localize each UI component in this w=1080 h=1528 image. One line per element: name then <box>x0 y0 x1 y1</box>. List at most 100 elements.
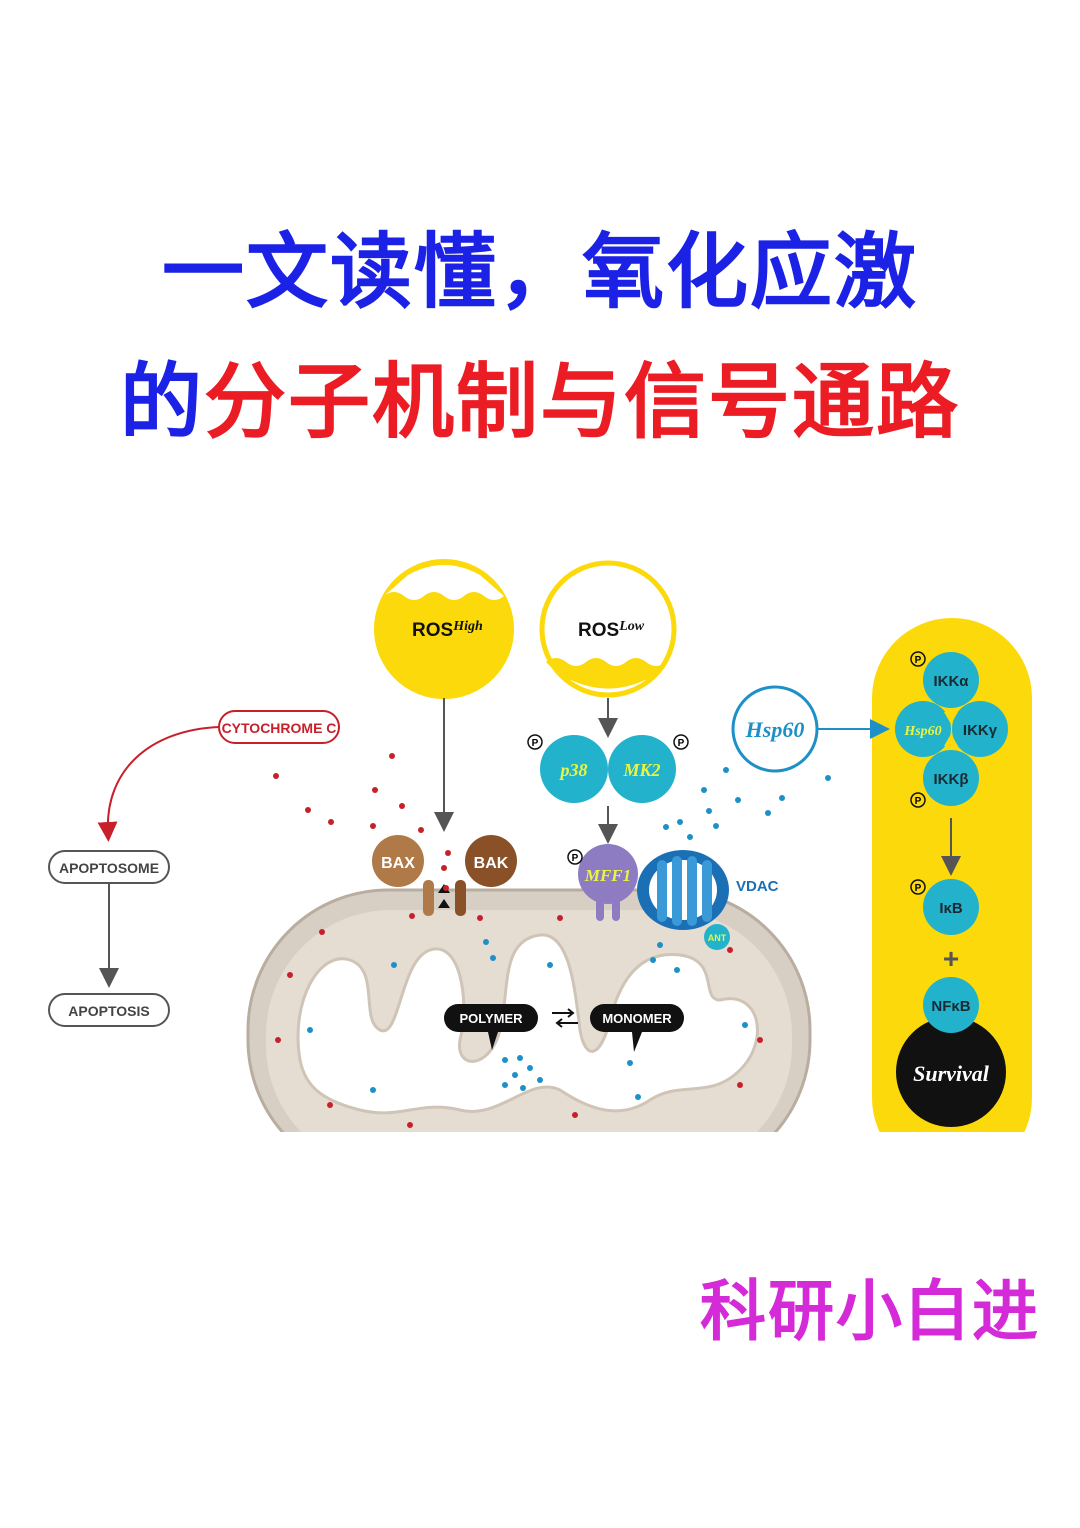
phosphate-icon: P <box>910 879 926 895</box>
p38-mk2-complex: p38 MK2 <box>540 735 676 803</box>
apoptosome-label: APOPTOSOME <box>48 850 170 884</box>
phosphate-icon: P <box>527 734 543 750</box>
phosphate-icon: P <box>673 734 689 750</box>
cytochrome-c-dot <box>273 773 279 779</box>
molecule-dots <box>273 753 831 1128</box>
svg-text:MFF1: MFF1 <box>584 866 631 885</box>
hsp60-dot <box>674 967 680 973</box>
svg-text:P: P <box>915 796 922 807</box>
ant-label: ANT <box>708 933 727 943</box>
hsp60-dot <box>517 1055 523 1061</box>
cytochrome-c-dot <box>443 885 449 891</box>
mk2-label: MK2 <box>622 760 660 780</box>
svg-text:IKKγ: IKKγ <box>963 722 998 739</box>
bak-label: BAK <box>474 855 509 872</box>
survival-label: Survival <box>913 1061 990 1086</box>
plus-sign: + <box>943 943 959 974</box>
cytochrome-c-dot <box>305 807 311 813</box>
ikk-complex: IKKα Hsp60 IKKγ IKKβ IκB + NFκB Survival <box>895 652 1008 1127</box>
hsp60-dot <box>701 787 707 793</box>
cytochrome-c-dot <box>441 865 447 871</box>
cytochrome-c-dot <box>370 823 376 829</box>
apoptosis-label: APOPTOSIS <box>48 993 170 1027</box>
cytochrome-c-label: CYTOCHROME C <box>218 710 340 744</box>
cytochrome-c-dot <box>477 915 483 921</box>
svg-text:IKKβ: IKKβ <box>934 771 969 788</box>
hsp60-dot <box>635 1094 641 1100</box>
polymer-label: POLYMER <box>444 1004 538 1050</box>
hsp60-dot <box>370 1087 376 1093</box>
phosphate-icon: P <box>567 849 583 865</box>
svg-text:Hsp60: Hsp60 <box>903 724 941 739</box>
bax-label: BAX <box>381 855 415 872</box>
nfkb-label: NFκB <box>931 998 970 1015</box>
cytochrome-c-dot <box>287 972 293 978</box>
hsp60-dot <box>825 775 831 781</box>
svg-text:POLYMER: POLYMER <box>459 1011 523 1026</box>
title-line-2: 的分子机制与信号通路 <box>0 335 1080 454</box>
svg-text:P: P <box>915 883 922 894</box>
svg-text:ROSLow: ROSLow <box>578 619 645 641</box>
title-line-2-prefix: 的 <box>119 355 204 450</box>
hsp60-dot <box>779 795 785 801</box>
svg-text:APOPTOSIS: APOPTOSIS <box>68 1003 149 1019</box>
cytochrome-c-dot <box>409 913 415 919</box>
monomer-label: MONOMER <box>590 1004 684 1052</box>
hsp60-dot <box>537 1077 543 1083</box>
hsp60-dot <box>742 1022 748 1028</box>
svg-text:Hsp60: Hsp60 <box>745 717 805 742</box>
cytochrome-c-dot <box>372 787 378 793</box>
svg-text:P: P <box>915 655 922 666</box>
cytochrome-c-dot <box>319 929 325 935</box>
cytochrome-c-dot <box>328 819 334 825</box>
author-signature: 科研小白进 <box>700 1273 1040 1350</box>
phosphate-icon: P <box>910 792 926 808</box>
hsp60-dot <box>650 957 656 963</box>
cytochrome-c-dot <box>418 827 424 833</box>
hsp60-dot <box>677 819 683 825</box>
cytochrome-c-dot <box>757 1037 763 1043</box>
title-line-1: 一文读懂，氧化应激 <box>161 225 918 320</box>
hsp60-dot <box>527 1065 533 1071</box>
hsp60-dot <box>723 767 729 773</box>
svg-text:APOPTOSOME: APOPTOSOME <box>59 860 159 876</box>
mff1-protein: MFF1 <box>578 844 638 921</box>
cytochrome-c-dot <box>389 753 395 759</box>
hsp60-dot <box>490 955 496 961</box>
bax-bak-pore: BAX BAK <box>372 835 517 916</box>
svg-text:ROSHigh: ROSHigh <box>412 619 483 641</box>
cytochrome-c-dot <box>407 1122 413 1128</box>
hsp60-dot <box>713 823 719 829</box>
cytochrome-c-dot <box>572 1112 578 1118</box>
hsp60-dot <box>520 1085 526 1091</box>
phospho-markers: P P P P P P <box>527 651 926 895</box>
hsp60-dot <box>706 808 712 814</box>
hsp60-dot <box>502 1082 508 1088</box>
title-line-2-rest: 分子机制与信号通路 <box>204 355 961 450</box>
exchange-arrows-icon <box>552 1008 578 1028</box>
hsp60-dot <box>663 824 669 830</box>
hsp60-dot <box>627 1060 633 1066</box>
hsp60-dot <box>657 942 663 948</box>
cytochrome-c-dot <box>727 947 733 953</box>
svg-text:P: P <box>532 738 539 749</box>
hsp60-dot <box>547 962 553 968</box>
cytochrome-arrow <box>97 726 220 842</box>
cytochrome-c-dot <box>327 1102 333 1108</box>
cytochrome-c-dot <box>557 915 563 921</box>
hsp60-dot <box>391 962 397 968</box>
hsp60-dot <box>483 939 489 945</box>
p38-label: p38 <box>559 760 588 780</box>
ros-high-node: ROSHigh <box>374 559 514 699</box>
cytochrome-c-dot <box>275 1037 281 1043</box>
hsp60-node: Hsp60 <box>731 685 819 773</box>
cytochrome-c-dot <box>399 803 405 809</box>
svg-text:P: P <box>678 738 685 749</box>
ros-low-node: ROSLow <box>539 560 677 698</box>
cytochrome-c-dot <box>445 850 451 856</box>
hsp60-dot <box>735 797 741 803</box>
svg-text:IKKα: IKKα <box>933 673 969 690</box>
hsp60-dot <box>502 1057 508 1063</box>
svg-text:P: P <box>572 853 579 864</box>
